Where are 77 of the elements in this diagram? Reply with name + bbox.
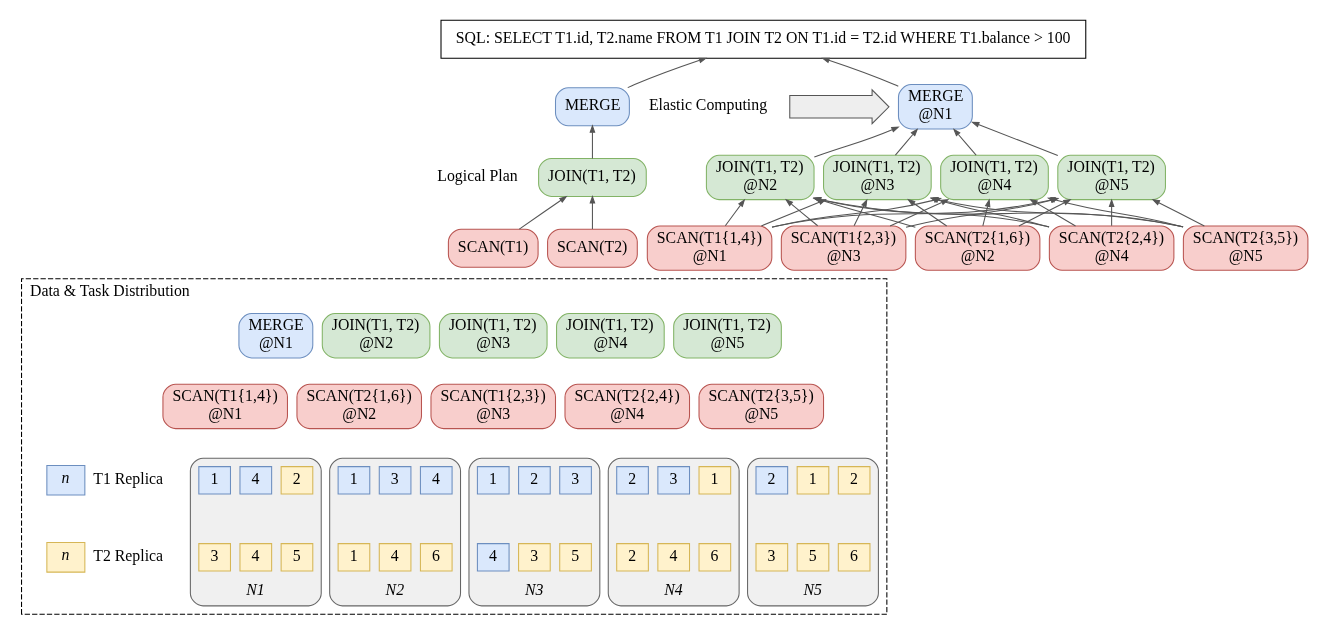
node-box: JOIN(T1, T2) @N2: [705, 154, 815, 201]
node-box: 2: [616, 543, 649, 572]
arrow: [853, 198, 868, 227]
node-box: 2: [616, 466, 649, 495]
node-arrow: [789, 88, 890, 125]
arrow: [589, 195, 596, 230]
node-box: SCAN(T2{2,4}) @N4: [564, 383, 691, 430]
arrow: [589, 124, 596, 159]
node-box: 3: [198, 543, 231, 572]
node-box: 1: [698, 466, 732, 495]
node-box: 3: [518, 543, 551, 572]
node-box: 5: [280, 543, 314, 572]
arrow: [518, 195, 568, 230]
node-box: 1: [337, 466, 371, 495]
node-box: JOIN(T1, T2) @N2: [321, 313, 431, 359]
node-box: 1: [198, 466, 231, 495]
node-box: 6: [837, 543, 871, 572]
arrow: [982, 198, 991, 227]
node-box: SCAN(T1{1,4}) @N1: [646, 225, 773, 271]
node-box: 5: [559, 543, 592, 572]
label: Logical Plan: [437, 167, 518, 185]
node-box: SCAN(T2{2,4}) @N4: [1048, 225, 1175, 271]
node-box: 3: [657, 466, 691, 495]
node-box: JOIN(T1, T2) @N4: [556, 313, 665, 359]
node-box: 2: [518, 466, 551, 495]
node-box: 4: [476, 543, 510, 572]
node-box: 4: [239, 543, 273, 572]
label: Elastic Computing: [648, 96, 768, 114]
node-box: JOIN(T1, T2) @N5: [1057, 154, 1166, 201]
node-box: SCAN(T2): [547, 228, 638, 268]
node-box: SCAN(T2{1,6}) @N2: [914, 225, 1041, 271]
node-box: 3: [378, 466, 412, 495]
arrow: [821, 57, 899, 87]
legend-label: T1 Replica: [93, 470, 164, 488]
node-box: 4: [378, 543, 412, 572]
arrow: [1108, 198, 1115, 227]
node-box: JOIN(T1, T2) @N5: [673, 313, 782, 359]
node-box: SCAN(T2{3,5}) @N5: [698, 383, 825, 430]
node-box: 6: [419, 543, 453, 572]
node-box: 3: [755, 543, 789, 572]
node-box: JOIN(T1, T2) @N3: [823, 154, 932, 201]
node-box: 4: [657, 543, 691, 572]
node-box: MERGE @N1: [897, 84, 973, 130]
node-box: SCAN(T1): [447, 228, 539, 268]
legend-label: T2 Replica: [93, 547, 164, 565]
node-box: SCAN(T2{1,6}) @N2: [296, 383, 422, 430]
node-box: 2: [755, 466, 789, 495]
label: n: [61, 545, 70, 563]
node-box: 2: [837, 466, 871, 495]
arrow: [952, 128, 977, 156]
arrow: [970, 121, 1059, 156]
arrow: [813, 126, 900, 158]
node-box: 1: [476, 466, 510, 495]
node-box: SCAN(T2{3,5}) @N5: [1182, 225, 1309, 271]
node-box: JOIN(T1, T2) @N3: [438, 313, 548, 359]
node-box: SCAN(T1{2,3}) @N3: [430, 383, 557, 430]
node-box: SCAN(T1{2,3}) @N3: [780, 225, 907, 271]
node-box: 4: [419, 466, 453, 495]
node-box: SQL: SELECT T1.id, T2.name FROM T1 JOIN T2 ON T1.id = T2.id WHERE T1.balance > 100: [440, 19, 1087, 59]
node-box: 2: [280, 466, 314, 495]
node-box: 5: [796, 543, 830, 572]
node-box: 4: [239, 466, 273, 495]
node-box: 3: [559, 466, 592, 495]
arrow: [784, 198, 819, 227]
node-box: MERGE: [554, 87, 630, 127]
arrow: [627, 57, 708, 89]
node-box: JOIN(T1, T2) @N4: [940, 154, 1049, 201]
node-box: 1: [337, 543, 371, 572]
arrow: [894, 128, 919, 156]
node-box: MERGE @N1: [238, 313, 314, 359]
label: n: [61, 468, 70, 486]
node-box: SCAN(T1{1,4}) @N1: [162, 383, 288, 430]
node-box: JOIN(T1, T2): [538, 157, 647, 197]
arrow: [724, 198, 746, 227]
arrow: [1151, 198, 1205, 227]
node-box: 6: [698, 543, 732, 572]
node-box: 1: [796, 466, 830, 495]
